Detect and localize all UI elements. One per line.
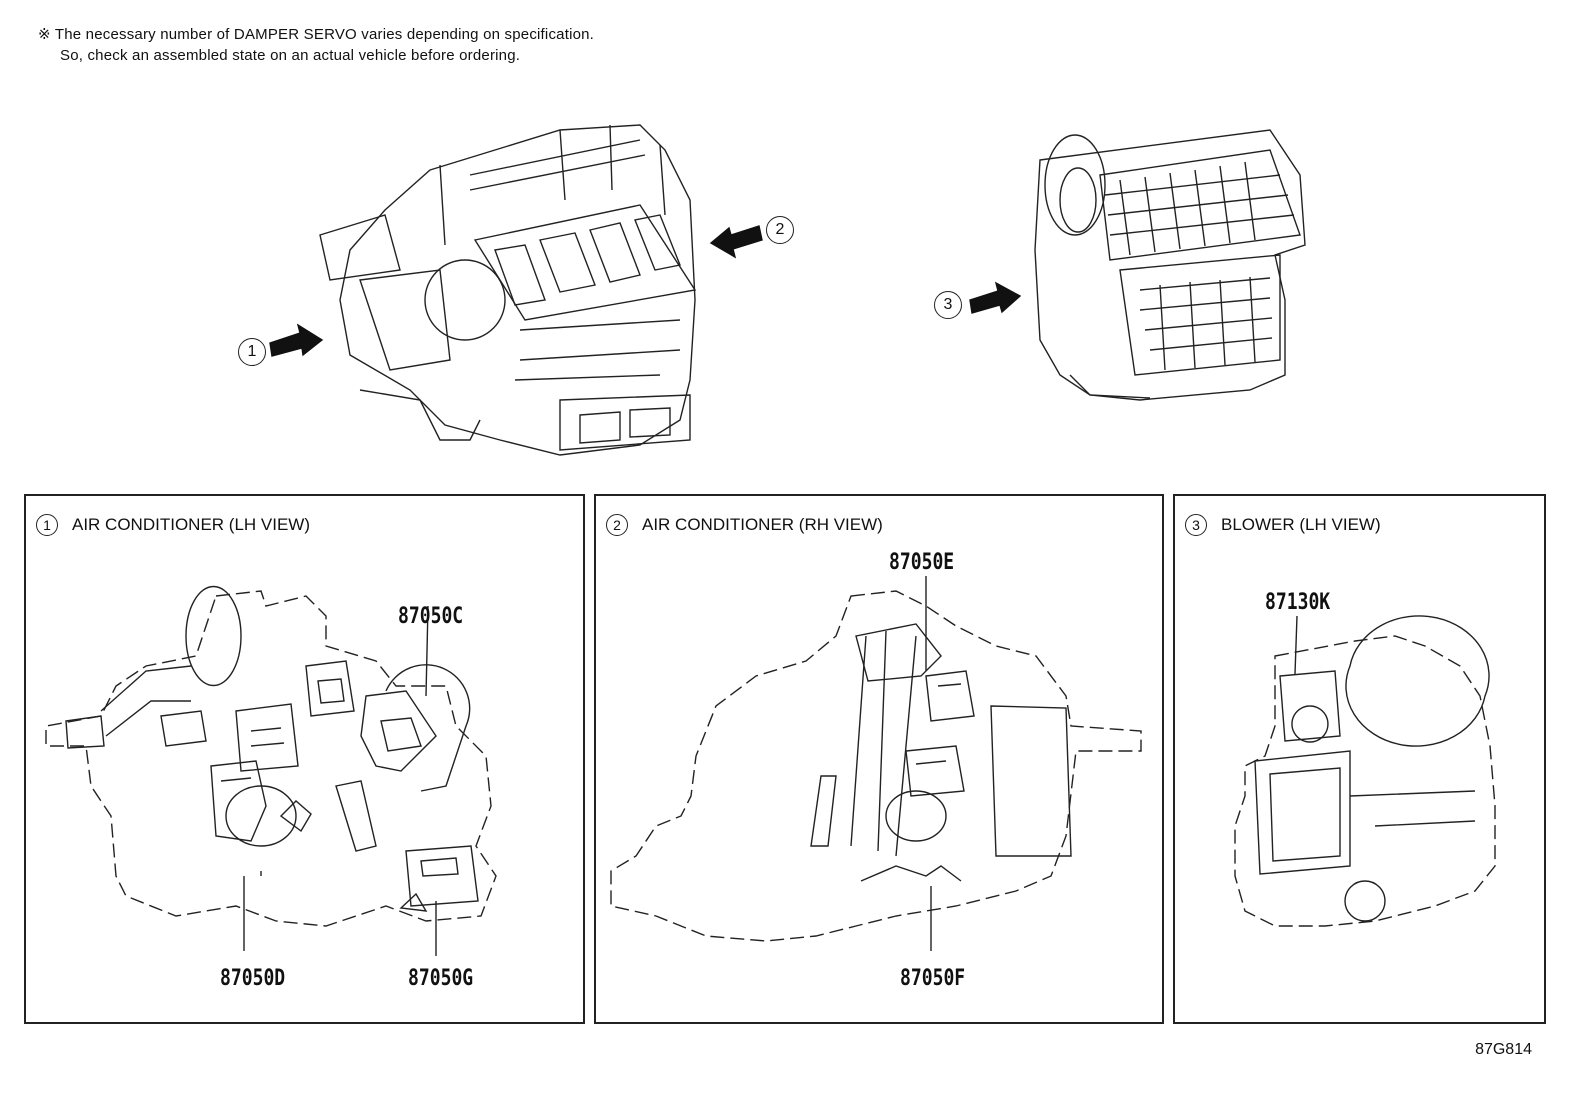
part-87050G-label[interactable]: 87050G <box>408 966 474 991</box>
blower-view-drawing <box>1234 615 1496 927</box>
air-conditioner-unit-drawing <box>319 124 697 456</box>
panel-2-title: 2 AIR CONDITIONER (RH VIEW) <box>606 514 883 536</box>
overview-illustration <box>269 124 1306 456</box>
panel-blower-view: 3 BLOWER (LH VIEW) 87130K <box>1173 494 1546 1024</box>
note-line-2: So, check an assembled state on an actua… <box>60 47 521 64</box>
blower-unit-drawing <box>1034 129 1306 401</box>
lh-view-drawing <box>45 585 497 956</box>
panel-3-number: 3 <box>1185 514 1207 536</box>
part-87050F-label[interactable]: 87050F <box>900 966 966 991</box>
view-arrow-2 <box>709 225 763 259</box>
part-87050C-label[interactable]: 87050C <box>398 604 464 629</box>
part-87050D-label[interactable]: 87050D <box>220 966 286 991</box>
arrow-2-label: 2 <box>766 216 794 244</box>
view-arrow-1 <box>269 323 324 357</box>
note-line-1: ※ The necessary number of DAMPER SERVO v… <box>38 26 595 43</box>
panel-lh-view: 1 AIR CONDITIONER (LH VIEW) 87050C 87050… <box>24 494 585 1024</box>
panel-1-title-text: AIR CONDITIONER (LH VIEW) <box>72 515 311 534</box>
panel-3-title-text: BLOWER (LH VIEW) <box>1221 515 1381 534</box>
panel-2-number: 2 <box>606 514 628 536</box>
diagram-code: 87G814 <box>1475 1041 1532 1058</box>
panel-1-number: 1 <box>36 514 58 536</box>
panel-rh-view: 2 AIR CONDITIONER (RH VIEW) 87050E 87050… <box>594 494 1164 1024</box>
part-87050E-label[interactable]: 87050E <box>889 550 955 575</box>
panel-2-title-text: AIR CONDITIONER (RH VIEW) <box>642 515 883 534</box>
rh-view-drawing <box>610 576 1142 951</box>
specification-note: ※ The necessary number of DAMPER SERVO v… <box>38 24 594 66</box>
arrow-1-label: 1 <box>238 338 266 366</box>
arrow-3-label: 3 <box>934 291 962 319</box>
part-87130K-label[interactable]: 87130K <box>1265 590 1331 615</box>
view-arrow-3 <box>969 281 1022 314</box>
panel-3-title: 3 BLOWER (LH VIEW) <box>1185 514 1381 536</box>
panel-1-title: 1 AIR CONDITIONER (LH VIEW) <box>36 514 310 536</box>
